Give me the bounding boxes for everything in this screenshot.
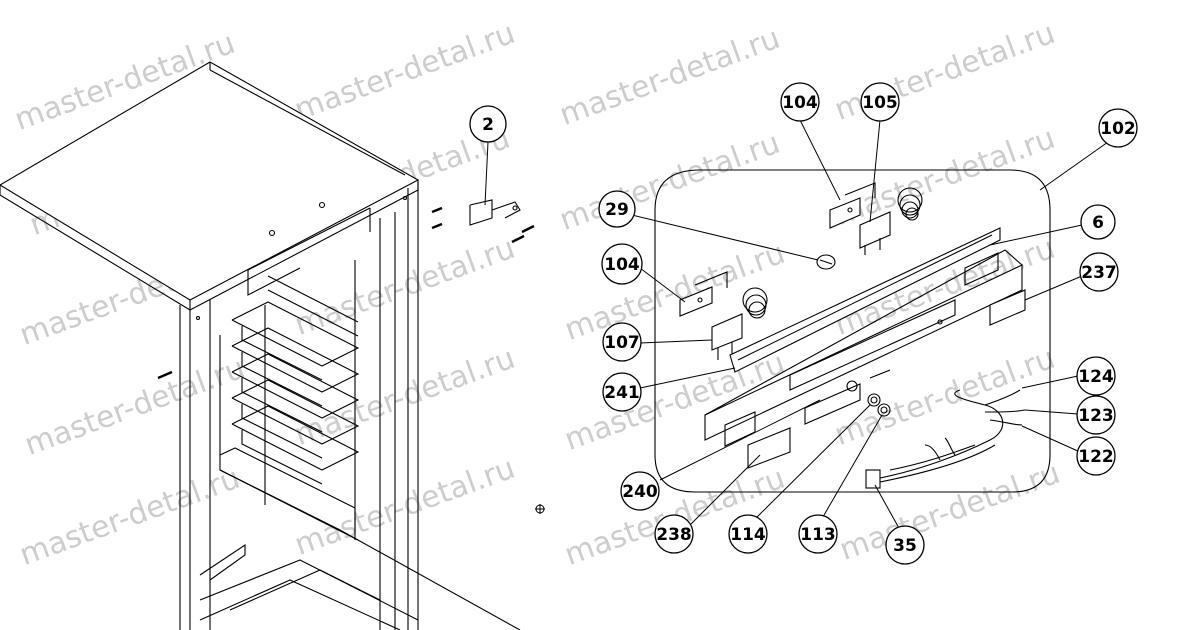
svg-text:114: 114: [730, 525, 766, 545]
callout-113: 113: [798, 514, 838, 554]
callout-2: 2: [469, 105, 507, 143]
control-panel-drawing: [654, 169, 1051, 493]
callout-114: 114: [728, 514, 768, 554]
svg-text:240: 240: [622, 482, 658, 502]
callout-29: 29: [598, 190, 636, 228]
svg-text:2: 2: [482, 115, 494, 135]
callout-102: 102: [1098, 108, 1138, 148]
svg-text:122: 122: [1078, 447, 1114, 467]
callout-6: 6: [1080, 204, 1116, 240]
callout-124: 124: [1076, 356, 1116, 396]
svg-text:123: 123: [1078, 406, 1114, 426]
svg-text:102: 102: [1100, 119, 1136, 139]
svg-text:29: 29: [605, 200, 629, 220]
svg-text:124: 124: [1078, 367, 1114, 387]
callout-104-upper: 104: [780, 82, 820, 122]
callout-123: 123: [1076, 395, 1116, 435]
svg-text:104: 104: [782, 93, 818, 113]
svg-text:241: 241: [604, 383, 640, 403]
cabinet-drawing: [0, 61, 535, 630]
callout-237: 237: [1079, 252, 1119, 292]
svg-text:104: 104: [604, 255, 640, 275]
svg-text:105: 105: [862, 93, 898, 113]
callout-104-lower: 104: [601, 243, 643, 285]
callout-107: 107: [602, 322, 642, 362]
callouts: 2 104 105 102 29 6 104 237 107 241 124 1…: [469, 82, 1138, 565]
crosshair-icon: [535, 504, 545, 514]
svg-text:6: 6: [1092, 213, 1104, 233]
callout-240: 240: [620, 471, 660, 511]
callout-241: 241: [602, 372, 642, 412]
svg-text:107: 107: [604, 333, 640, 353]
svg-text:237: 237: [1081, 263, 1117, 283]
callout-35: 35: [885, 525, 925, 565]
leader-lines: [484, 119, 1109, 531]
callout-238: 238: [654, 514, 694, 554]
callout-105: 105: [860, 82, 900, 122]
svg-text:113: 113: [800, 525, 836, 545]
svg-text:35: 35: [893, 536, 917, 556]
svg-text:238: 238: [656, 525, 692, 545]
callout-122: 122: [1076, 436, 1116, 476]
